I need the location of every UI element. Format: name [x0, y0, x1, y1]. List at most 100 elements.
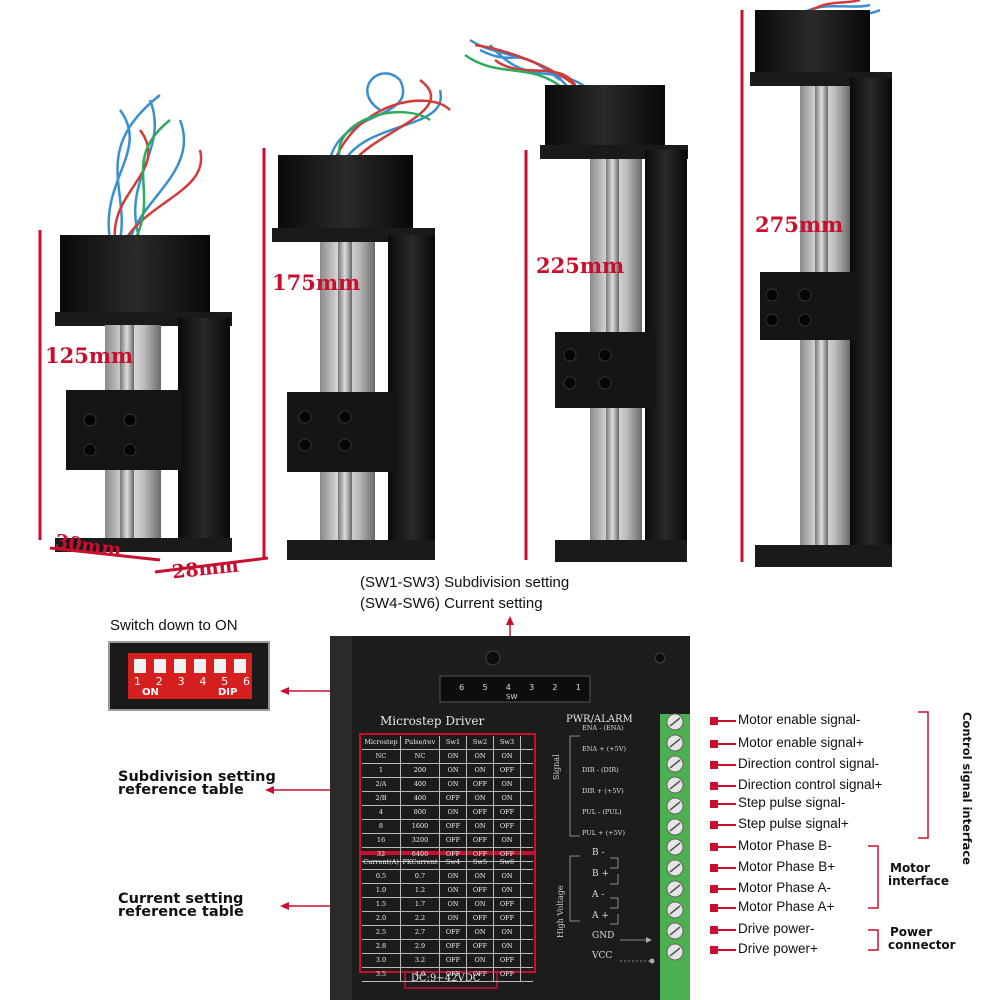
table-cell: OFF [494, 954, 521, 967]
table-cell: OFF [467, 848, 494, 861]
callout-dot [710, 843, 718, 851]
table-cell: OFF [494, 848, 521, 861]
table-cell: OFF [440, 834, 467, 847]
table-cell: ON [494, 940, 521, 953]
table-cell: ON [494, 884, 521, 897]
table-cell: 400 [401, 778, 440, 791]
terminal-callout: Motor Phase B- [738, 838, 832, 853]
sw-label: SW [506, 693, 518, 701]
table-cell: 32 [362, 848, 401, 861]
terminal-label: ENA + (+5V) [582, 745, 627, 753]
table-cell: OFF [440, 820, 467, 833]
terminal-label: PUL - (PUL) [582, 808, 622, 816]
table-cell: OFF [467, 806, 494, 819]
table-cell: OFF [494, 764, 521, 777]
callout-line [718, 907, 736, 909]
table-cell: Sw6 [494, 856, 521, 869]
table-cell: ON [494, 870, 521, 883]
table-cell: 1600 [401, 820, 440, 833]
pwr-alarm-label: PWR/ALARM [566, 714, 633, 725]
callout-line [718, 949, 736, 951]
terminal-callout: Drive power- [738, 921, 815, 936]
table-cell: 1.2 [401, 884, 440, 897]
table-cell: 800 [401, 806, 440, 819]
table-cell: Current(A) [362, 856, 401, 869]
table-cell: 1 [362, 764, 401, 777]
table-cell: ON [440, 778, 467, 791]
terminal-label: A - [592, 890, 605, 900]
power-connector-line1: Power [890, 925, 933, 939]
terminal-label: ENA - (ENA) [582, 724, 624, 732]
table-cell: ON [494, 834, 521, 847]
callout-dot [710, 864, 718, 872]
table-cell: 2/A [362, 778, 401, 791]
terminal-label: VCC [592, 951, 613, 961]
control-signal-group-label: Control signal interface [958, 712, 976, 865]
table-cell: 4 [362, 806, 401, 819]
callout-dot [710, 926, 718, 934]
table-cell: Sw3 [494, 736, 521, 749]
dip-number: 6 [242, 675, 250, 688]
subdivision-ref-line2: reference table [118, 782, 244, 798]
terminal-callout: Motor enable signal+ [738, 735, 864, 750]
callout-line [718, 764, 736, 766]
sw-number: 2 [552, 683, 558, 692]
table-cell: 2.9 [401, 940, 440, 953]
terminal-callout: Step pulse signal- [738, 795, 846, 810]
table-cell: 3200 [401, 834, 440, 847]
callout-line [718, 888, 736, 890]
table-cell: Sw2 [467, 736, 494, 749]
table-cell: OFF [494, 820, 521, 833]
high-voltage-group-label: High Voltage [556, 885, 565, 938]
table-cell: ON [494, 778, 521, 791]
table-cell: OFF [440, 940, 467, 953]
motor-interface-line2: interface [888, 874, 950, 888]
table-cell: ON [467, 926, 494, 939]
table-cell: ON [440, 898, 467, 911]
callout-line [718, 929, 736, 931]
terminal-label: A + [592, 911, 609, 921]
terminal-callout: Motor Phase A- [738, 880, 832, 895]
terminal-callout: Motor enable signal- [738, 712, 861, 727]
terminal-callout: Direction control signal+ [738, 777, 883, 792]
table-cell: 200 [401, 764, 440, 777]
table-cell: Sw5 [467, 856, 494, 869]
callout-line [718, 803, 736, 805]
voltage-label: DC:9~42VDC [411, 973, 481, 984]
driver-title: Microstep Driver [380, 714, 485, 728]
table-cell: OFF [467, 912, 494, 925]
size-label-125: 125mm [45, 343, 134, 368]
terminal-label: B + [592, 869, 610, 879]
table-cell: ON [440, 912, 467, 925]
switch-down-label: Switch down to ON [110, 617, 238, 634]
table-cell: Pulse/rev [401, 736, 440, 749]
table-cell: OFF [494, 968, 521, 981]
table-cell: 2.2 [401, 912, 440, 925]
dip-number: 1 [134, 675, 141, 688]
callout-dot [710, 761, 718, 769]
table-cell: 0.7 [401, 870, 440, 883]
sw-number: 3 [529, 683, 535, 692]
table-cell: ON [467, 792, 494, 805]
table-cell: OFF [467, 778, 494, 791]
actuator-175mm [272, 72, 451, 560]
power-connector-label: Power connector [888, 926, 956, 952]
terminal-label: PUL + (+5V) [582, 829, 625, 837]
dip-number: 5 [221, 675, 229, 688]
callout-line [718, 824, 736, 826]
signal-group-label: Signal [552, 754, 561, 780]
dip-dip-label: DIP [218, 687, 238, 698]
table-cell: ON [467, 870, 494, 883]
callout-dot [710, 904, 718, 912]
table-cell: ON [440, 764, 467, 777]
